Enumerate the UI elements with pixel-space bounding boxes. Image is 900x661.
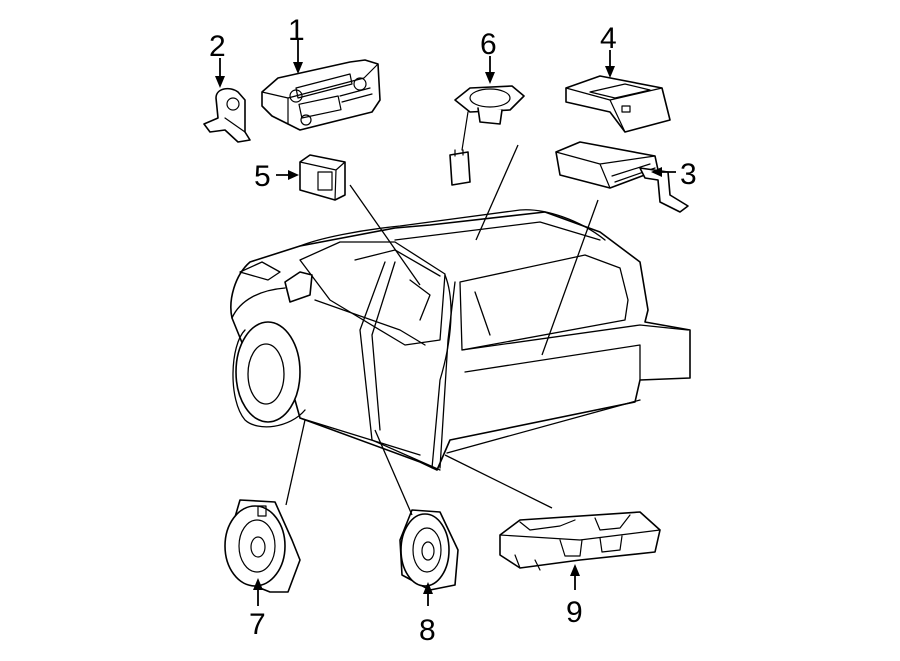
callout-2-arrowhead — [215, 76, 225, 88]
callout-8-arrowhead — [423, 582, 433, 594]
callout-5: 5 — [254, 160, 271, 193]
callout-1: 1 — [288, 14, 305, 47]
control-module — [499, 511, 661, 571]
pickup-truck-illustration — [230, 209, 691, 471]
callout-4: 4 — [600, 22, 617, 55]
rear-door-speaker — [399, 509, 459, 591]
callout-3-arrowhead — [651, 167, 662, 177]
callout-8: 8 — [419, 614, 436, 647]
module-cover — [565, 75, 671, 133]
mounting-bracket — [203, 87, 251, 143]
callout-2: 2 — [209, 30, 226, 63]
amplifier-module — [555, 141, 689, 213]
callout-8-leader — [374, 429, 413, 516]
callout-5-leader — [349, 184, 421, 286]
callout-5-arrowhead — [288, 170, 299, 180]
callout-4-arrowhead — [605, 66, 615, 78]
callout-1-arrowhead — [293, 62, 303, 74]
callout-3: 3 — [680, 158, 697, 191]
front-door-speaker — [224, 499, 301, 593]
radio-head-unit — [261, 59, 381, 131]
callout-9: 9 — [566, 596, 583, 629]
callout-9-arrowhead — [570, 564, 580, 576]
callout-6-leader — [475, 144, 519, 241]
callout-6: 6 — [480, 28, 497, 61]
callout-6-arrowhead — [485, 72, 495, 84]
callout-3-leader — [541, 199, 599, 356]
callout-9-leader — [444, 454, 553, 509]
tweeter-speaker — [449, 85, 525, 186]
switch-module — [299, 154, 346, 201]
callout-7-arrowhead — [253, 578, 263, 590]
callout-7-leader — [285, 419, 306, 506]
callout-7: 7 — [249, 608, 266, 641]
